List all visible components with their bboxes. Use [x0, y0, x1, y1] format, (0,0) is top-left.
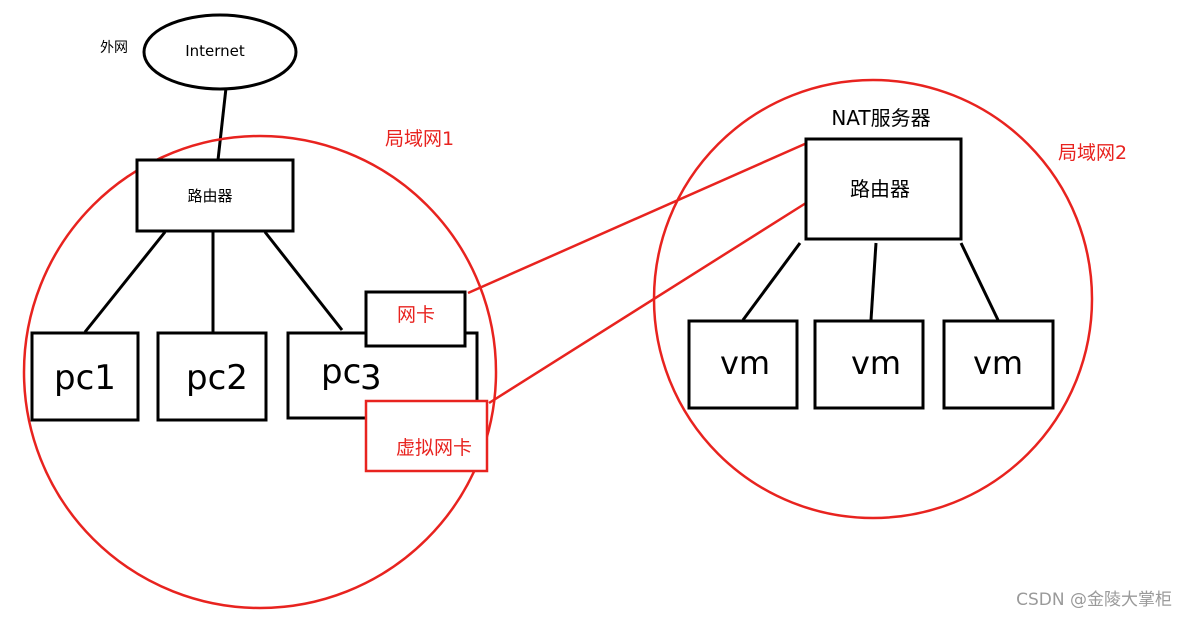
vm3-label: vm — [973, 344, 1023, 382]
internet-ellipse — [142, 13, 298, 91]
link-router-pc3 — [263, 231, 344, 331]
vm1-label: vm — [720, 344, 770, 382]
nic-label: 网卡 — [397, 304, 435, 326]
pc3-number: 3 — [360, 358, 382, 398]
lan2-label: 局域网2 — [1058, 142, 1127, 164]
lan1-label: 局域网1 — [385, 128, 454, 150]
internet-label: Internet — [185, 42, 245, 60]
pc1-box — [30, 331, 140, 422]
pc3-label: pc — [321, 352, 361, 392]
nic-box — [364, 290, 467, 348]
lan1-router-label: 路由器 — [187, 187, 232, 205]
link-router-vm1 — [741, 242, 802, 321]
lan2-circle — [652, 78, 1094, 520]
virtual-nic-box — [364, 399, 489, 473]
pc2-box — [156, 331, 268, 422]
vm2-label: vm — [851, 344, 901, 382]
nic-to-nat-link — [467, 141, 808, 295]
link-router-vm3 — [959, 242, 1000, 321]
external-network-label: 外网 — [100, 40, 128, 56]
vm2-box — [813, 319, 925, 410]
uplink-line — [216, 87, 228, 161]
virtual-nic-to-nat-link — [488, 201, 807, 405]
link-router-vm2 — [869, 242, 878, 321]
link-router-pc1 — [83, 231, 167, 333]
vm3-box — [942, 319, 1055, 410]
lan1-router-box — [135, 158, 295, 233]
lan1-circle — [22, 134, 498, 610]
vm1-box — [687, 319, 799, 410]
virtual-nic-label: 虚拟网卡 — [396, 437, 472, 459]
lan2-router-label: 路由器 — [850, 177, 910, 201]
nat-server-label: NAT服务器 — [831, 106, 930, 130]
lan2-router-box — [804, 137, 963, 241]
pc1-label: pc1 — [54, 358, 116, 398]
pc2-label: pc2 — [186, 358, 248, 398]
watermark: CSDN @金陵大掌柜 — [1016, 590, 1172, 610]
